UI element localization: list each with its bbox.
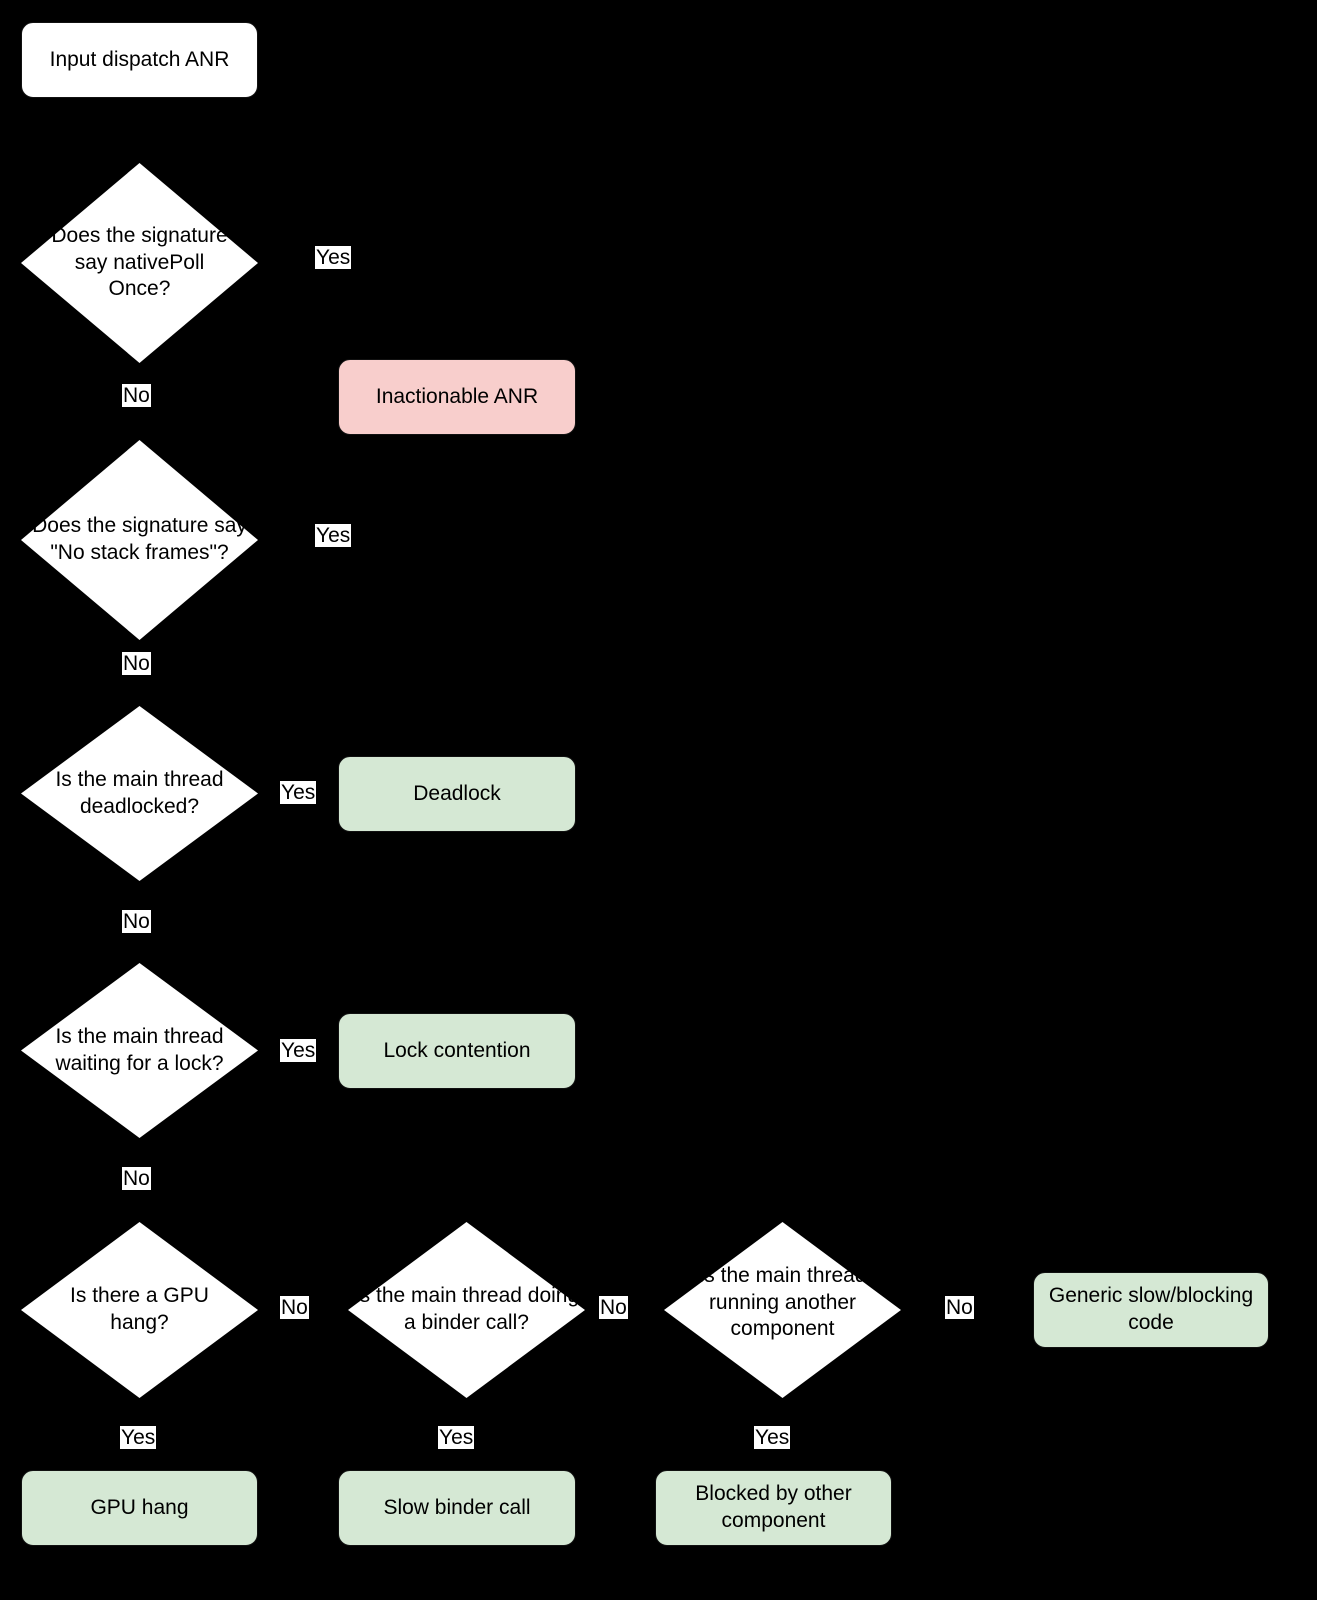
node-q-no-stack-frames[interactable]: Does the signature say "No stack frames"… bbox=[21, 440, 258, 640]
node-generic-slow-blocking-code[interactable]: Generic slow/blocking code bbox=[1033, 1272, 1269, 1348]
node-label: Deadlock bbox=[413, 781, 501, 805]
node-q-binder-call[interactable]: Is the main thread doing a binder call? bbox=[348, 1222, 585, 1398]
node-input-dispatch-anr[interactable]: Input dispatch ANR bbox=[21, 22, 258, 98]
node-inactionable-anr[interactable]: Inactionable ANR bbox=[338, 359, 576, 435]
diamond-shape bbox=[21, 163, 258, 363]
node-blocked-by-other-component[interactable]: Blocked by other component bbox=[655, 1470, 892, 1546]
node-lock-contention[interactable]: Lock contention bbox=[338, 1013, 576, 1089]
edge-nativepollonce-yes bbox=[258, 262, 458, 358]
edge-label-othercomponent-no: No bbox=[945, 1296, 974, 1320]
edge-label-nostackframes-yes: Yes bbox=[315, 524, 352, 548]
diamond-shape bbox=[348, 1222, 585, 1398]
node-label: Lock contention bbox=[383, 1038, 531, 1062]
node-label: Slow binder call bbox=[383, 1495, 531, 1519]
edge-label-nativepollonce-no: No bbox=[122, 384, 151, 408]
node-q-main-thread-waiting-lock[interactable]: Is the main thread waiting for a lock? bbox=[21, 963, 258, 1138]
edge-label-deadlocked-yes: Yes bbox=[280, 781, 317, 805]
node-label: Blocked by other component bbox=[695, 1482, 852, 1532]
node-q-gpu-hang[interactable]: Is there a GPU hang? bbox=[21, 1222, 258, 1398]
node-label: Inactionable ANR bbox=[375, 384, 539, 408]
edge-label-othercomponent-yes: Yes bbox=[754, 1426, 791, 1450]
node-q-nativepollonce[interactable]: Does the signature say nativePoll Once? bbox=[21, 163, 258, 363]
edge-label-waitinglock-yes: Yes bbox=[280, 1039, 317, 1063]
edge-label-bindercall-no: No bbox=[599, 1296, 628, 1320]
node-slow-binder-call[interactable]: Slow binder call bbox=[338, 1470, 576, 1546]
edge-label-nativepollonce-yes: Yes bbox=[315, 246, 352, 270]
edge-label-gpuhang-yes: Yes bbox=[120, 1426, 157, 1450]
node-label: GPU hang bbox=[90, 1495, 189, 1519]
node-gpu-hang[interactable]: GPU hang bbox=[21, 1470, 258, 1546]
node-q-running-another-component[interactable]: Is the main thread running another compo… bbox=[664, 1222, 901, 1398]
edge-label-gpuhang-no: No bbox=[280, 1296, 309, 1320]
node-label: Generic slow/blocking code bbox=[1048, 1284, 1254, 1334]
node-deadlock[interactable]: Deadlock bbox=[338, 756, 576, 832]
diamond-shape bbox=[664, 1222, 901, 1398]
edge-label-deadlocked-no: No bbox=[122, 910, 151, 934]
diamond-shape bbox=[21, 963, 258, 1138]
diamond-shape bbox=[21, 440, 258, 640]
node-q-main-thread-deadlocked[interactable]: Is the main thread deadlocked? bbox=[21, 706, 258, 881]
node-label: Input dispatch ANR bbox=[49, 47, 230, 71]
diamond-shape bbox=[21, 1222, 258, 1398]
edge-label-bindercall-yes: Yes bbox=[438, 1426, 475, 1450]
edge-label-nostackframes-no: No bbox=[122, 652, 151, 676]
edge-label-waitinglock-no: No bbox=[122, 1167, 151, 1191]
diamond-shape bbox=[21, 706, 258, 881]
